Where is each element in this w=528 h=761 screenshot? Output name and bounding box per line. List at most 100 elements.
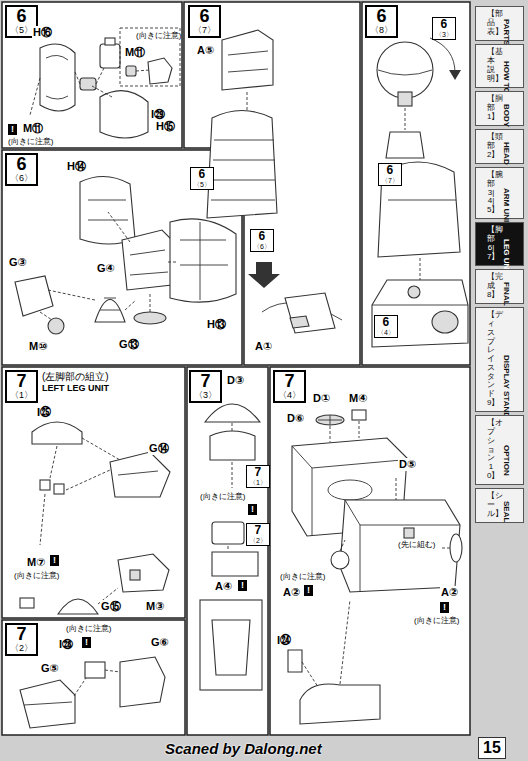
step-box: 7〈3〉 (189, 370, 222, 403)
substep-number: 〈5〉 (10, 25, 33, 36)
step-reference: 6〈5〉 (190, 164, 214, 190)
step-6-8-parts-shape (378, 70, 432, 75)
step-badge: 7〈4〉 (273, 370, 306, 403)
tab-english-wrap: OPTION (501, 445, 512, 455)
step-6-6-parts-shape (122, 230, 177, 290)
substep-number: 〈7〉 (193, 25, 216, 36)
step-6-8-parts-shape (398, 92, 412, 106)
step-7-4-parts-shape (318, 415, 342, 425)
step-7-4-parts-shape (340, 600, 350, 684)
step-6-6-parts-shape (48, 212, 178, 312)
panel-frames-shape (187, 367, 268, 735)
step-6-6-parts-shape (180, 222, 228, 300)
step-number: 7 (17, 372, 27, 390)
step-6-8-parts-shape (377, 42, 433, 98)
step-heading: (左脚部の組立)LEFT LEG UNIT (42, 370, 109, 403)
step-6-8-parts-shape (449, 70, 461, 80)
panel-frames-shape (184, 2, 360, 365)
step-badge: 7〈3〉 (189, 370, 222, 403)
step-7-4-parts-shape (340, 540, 450, 551)
step-6-6-parts-shape (48, 318, 64, 334)
watermark: Scaned by Dalong.net (165, 740, 322, 758)
tab-japanese: 【シール】 (487, 492, 495, 518)
part-callout: A⑤ (196, 44, 215, 57)
step-number: 6 (200, 7, 210, 25)
panel-frames-shape (2, 150, 242, 365)
step-reference: 7〈2〉 (246, 520, 270, 546)
step-box: 6〈7〉 (378, 163, 402, 186)
step-6-6-parts-shape (15, 276, 53, 316)
tab-japanese: 【部品表】 (487, 10, 495, 36)
warning-mark: ! (440, 602, 449, 613)
step-6-7-parts-shape (290, 316, 309, 328)
tab-japanese: 【脚部6|7】 (487, 226, 495, 261)
step-7-4-parts-shape (331, 551, 349, 569)
step-6-6-parts-shape (40, 312, 52, 320)
part-callout: G④ (96, 262, 116, 275)
step-7-1-parts-shape (20, 598, 34, 608)
step-6-8-parts-shape (372, 305, 468, 306)
substep-number: 〈1〉 (249, 478, 267, 487)
caution-note: (向きに注意) (414, 616, 459, 626)
step-7-3-parts-shape (200, 600, 262, 690)
part-callout: G⑬ (118, 338, 140, 351)
part-callout: D⑤ (398, 458, 417, 471)
step-7-1-parts-shape (40, 480, 50, 490)
step-7-4-parts-shape (352, 410, 366, 420)
step-6-8-parts (372, 38, 468, 347)
step-number: 7 (17, 625, 27, 643)
substep-number: 〈8〉 (370, 25, 393, 36)
tab-japanese: 【基本説明】 (487, 48, 495, 83)
step-6-6-parts-shape (100, 298, 120, 310)
warning-mark: ! (82, 637, 91, 648)
step-7-2-parts-shape (24, 702, 72, 705)
caution-note: (向きに注意) (200, 492, 245, 502)
step-6-5-parts-shape (148, 58, 172, 84)
step-number: 6 (199, 168, 206, 180)
part-callout: M⑩ (28, 340, 48, 353)
substep-number: 〈3〉 (194, 390, 217, 401)
step-number: 6 (17, 155, 27, 173)
part-callout: G⑭ (148, 442, 170, 455)
substep-number: 〈7〉 (381, 176, 399, 185)
part-callout: A② (440, 586, 459, 599)
substep-number: 〈6〉 (253, 242, 271, 251)
tab-english-wrap: PARTS LIST (501, 19, 512, 29)
part-callout: M⑪ (124, 46, 146, 59)
caution-note: (先に組む) (398, 540, 435, 550)
step-6-8-parts-shape (386, 132, 424, 158)
substep-number: 〈4〉 (278, 390, 301, 401)
part-callout: D① (312, 392, 331, 405)
step-number: 6 (17, 7, 27, 25)
warning-mark: ! (238, 580, 247, 591)
step-6-7-parts-shape (207, 111, 277, 219)
tab-english: HOW TO (501, 61, 511, 94)
part-callout: A① (254, 340, 273, 353)
step-6-7-parts-shape (211, 140, 275, 200)
tab-english: OPTION (501, 445, 511, 476)
step-6-8-parts-shape (432, 311, 458, 333)
step-6-5-parts-shape (75, 68, 104, 84)
step-number: 6 (441, 18, 448, 30)
tab-japanese: 【完成8】 (487, 273, 495, 299)
tab-english-wrap: DISPLAY STAND (501, 355, 512, 365)
substep-number: 〈2〉 (10, 643, 33, 654)
step-number: 7 (255, 524, 262, 536)
step-box: 7〈2〉 (246, 523, 270, 546)
step-7-4-parts-shape (450, 534, 462, 562)
step-7-4-parts-shape (404, 528, 414, 538)
step-7-1-parts-shape (50, 446, 110, 490)
step-7-2-parts-shape (85, 662, 105, 678)
part-callout: A② (282, 586, 301, 599)
step-number: 6 (259, 230, 266, 242)
step-7-1-parts-shape (110, 452, 170, 497)
step-6-5-parts-shape (100, 44, 120, 68)
step-7-1-parts-shape (130, 570, 140, 580)
tab-japanese: 【ディスプレイスタンド9】 (487, 311, 495, 408)
step-7-3-parts (200, 404, 262, 690)
step-6-5-parts-shape (100, 91, 148, 138)
step-6-6-parts-shape (170, 219, 236, 302)
step-box: 6〈7〉 (188, 5, 221, 38)
part-callout: D⑥ (286, 412, 305, 425)
